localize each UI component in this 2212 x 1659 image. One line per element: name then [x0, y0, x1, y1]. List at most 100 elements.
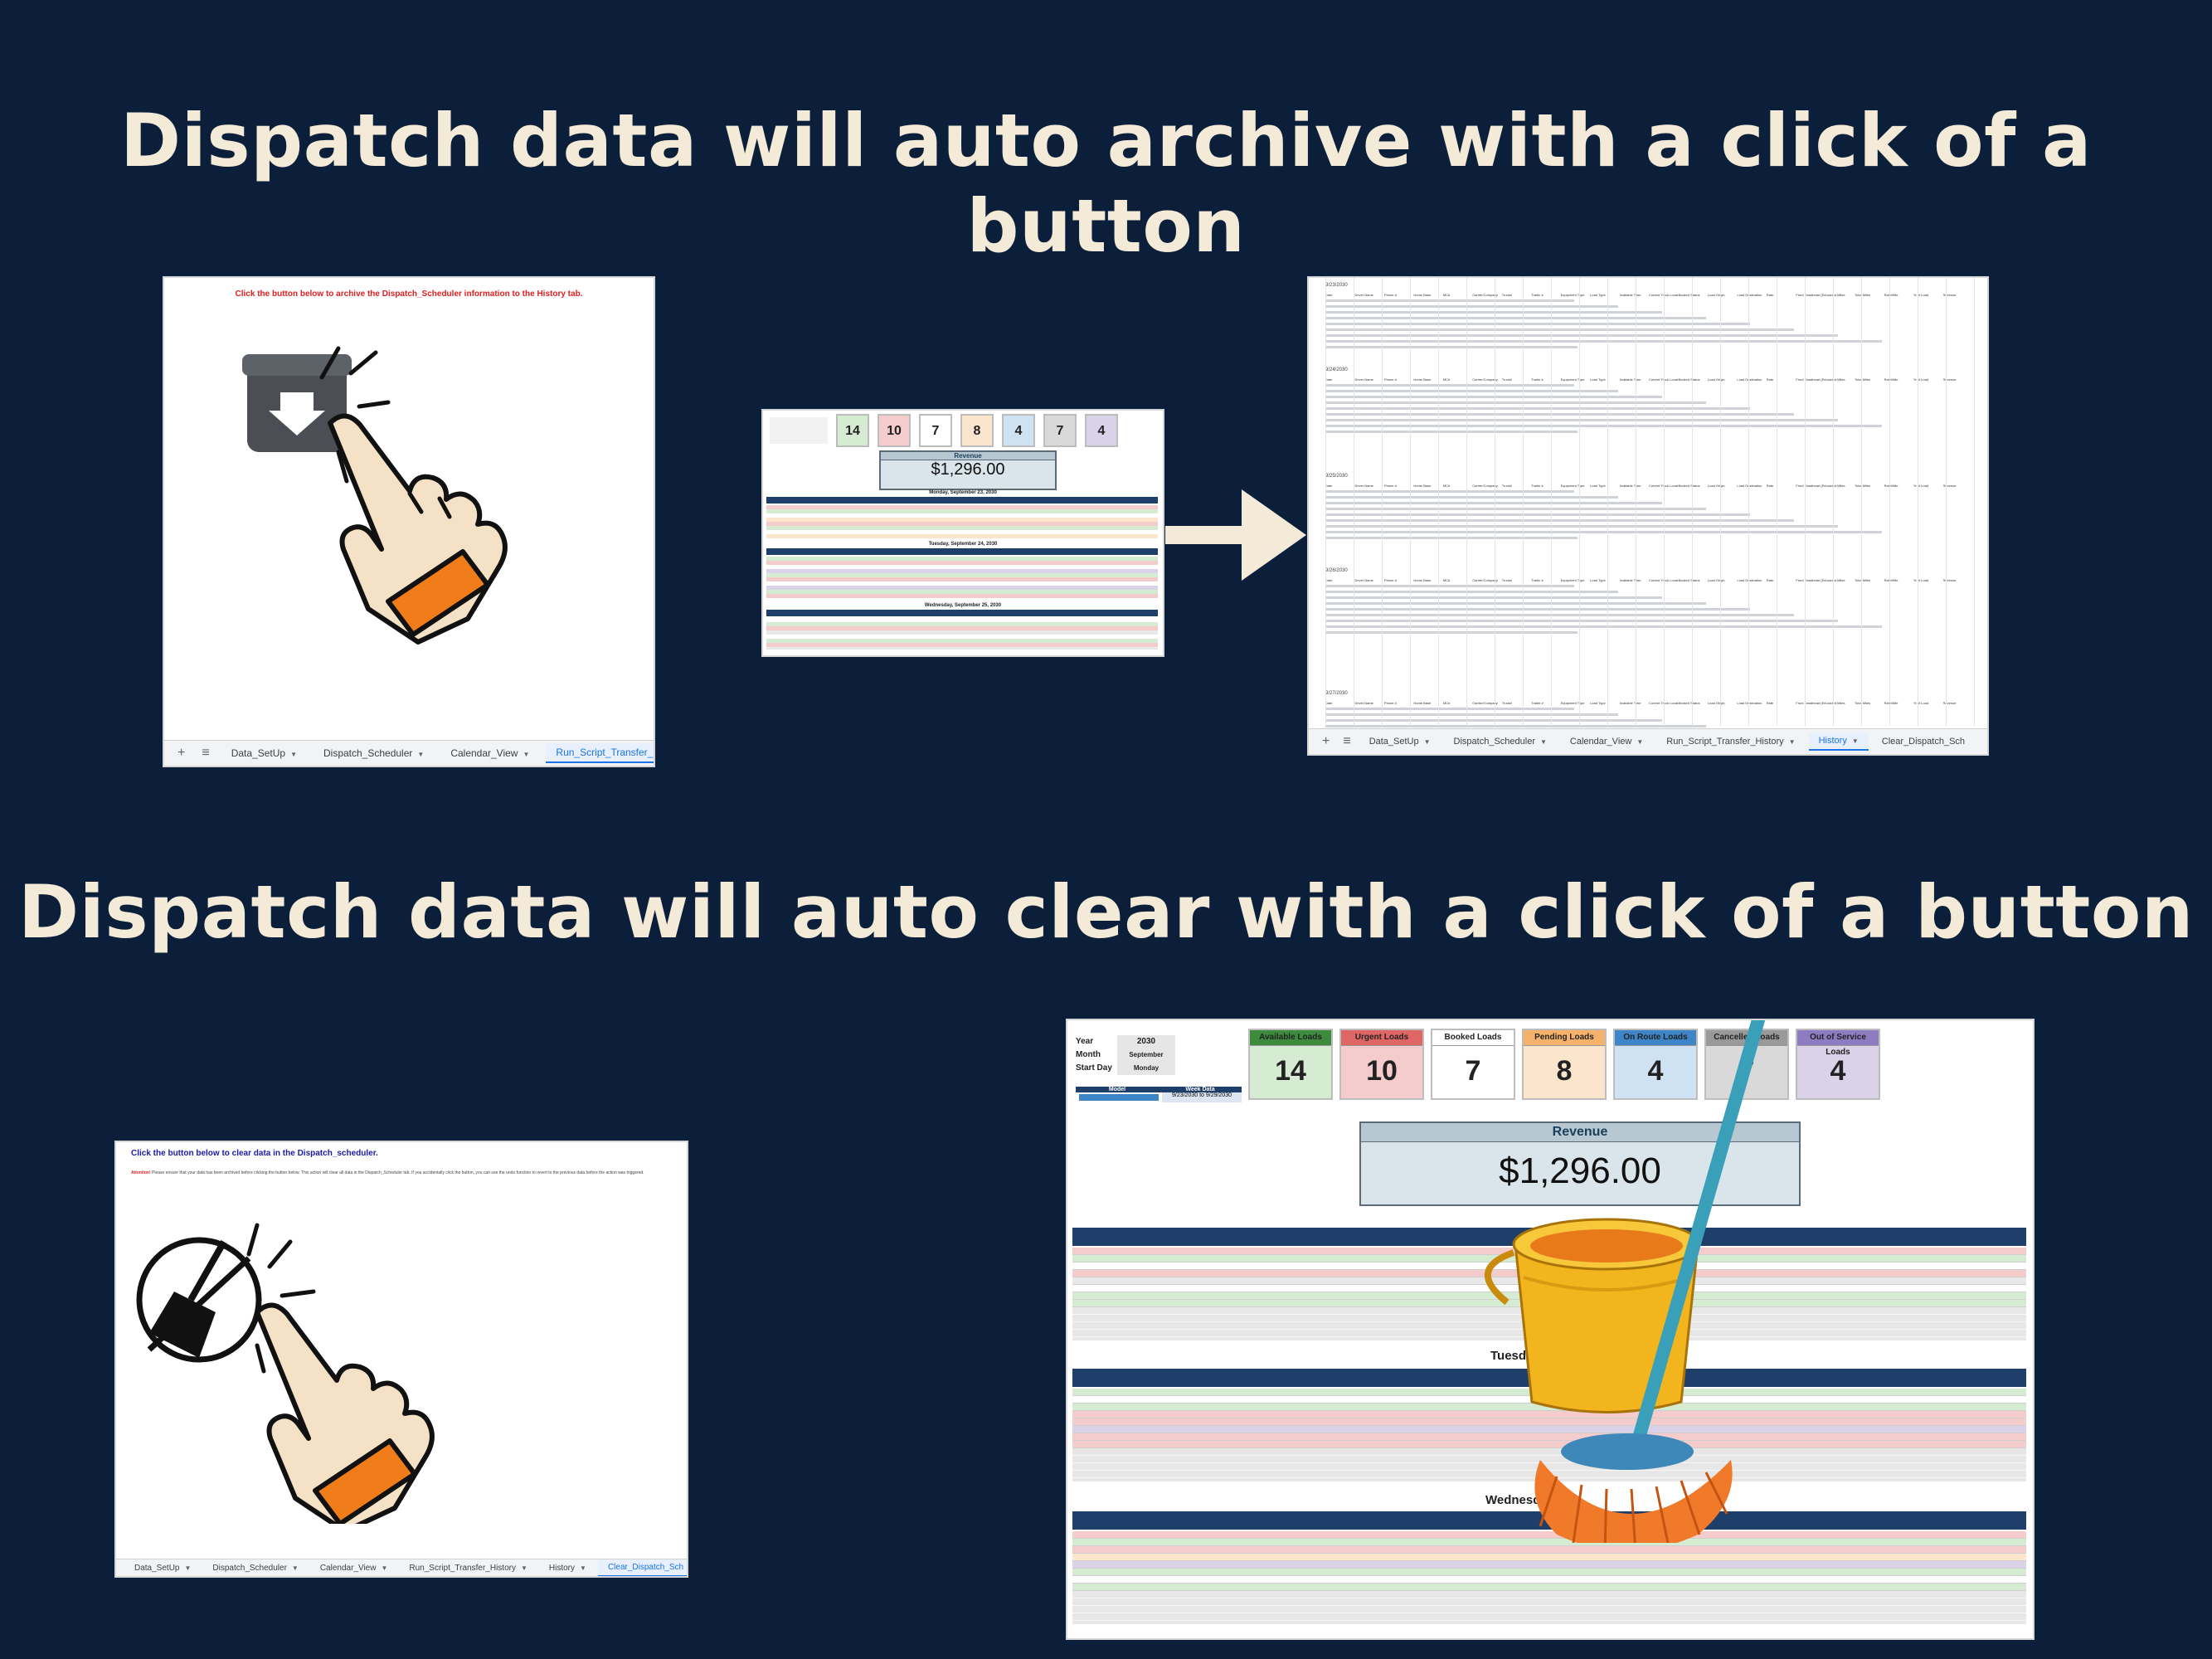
tab-dispatch-scheduler[interactable]: Dispatch_Scheduler▼: [1453, 737, 1547, 747]
history-data-row: [1325, 334, 1838, 337]
history-column-header: Front Deadhead (Empty Miles): [1796, 484, 1825, 488]
history-column-header: Date: [1325, 701, 1333, 705]
history-data-row: [1325, 713, 1618, 716]
tab-history[interactable]: History▼: [548, 1563, 586, 1573]
tab-data-setup[interactable]: Data_SetUp▼: [231, 747, 297, 759]
table-row[interactable]: [1072, 1554, 2026, 1561]
month-value[interactable]: September: [1117, 1048, 1175, 1062]
grid-column-line: [1466, 278, 1467, 726]
kpi-value: 10: [1366, 1055, 1398, 1087]
tab-run-script-transfer-history[interactable]: Run_Script_Transfer_History▼: [409, 1563, 527, 1573]
table-row[interactable]: [1072, 1418, 2026, 1426]
history-column-header: Load Origin: [1707, 578, 1725, 582]
tab-calendar-view[interactable]: Calendar_View▼: [450, 747, 530, 759]
table-row[interactable]: [1072, 1531, 2026, 1539]
history-column-header: Current Truck Location: [1648, 484, 1678, 488]
history-column-header: Truck#: [1501, 578, 1512, 582]
all-sheets-icon[interactable]: ≡: [1343, 734, 1351, 748]
mini-table-header: [766, 497, 1158, 504]
history-data-row: [1325, 754, 1578, 756]
mini-day-title: Tuesday, September 24, 2030: [928, 542, 998, 547]
clear-warning: Attention! Please ensure that your data …: [131, 1170, 673, 1175]
history-column-header: Current Truck Location: [1648, 578, 1678, 582]
history-data-row: [1325, 708, 1574, 710]
kpi-label: Urgent Loads: [1341, 1030, 1422, 1046]
add-sheet-icon[interactable]: +: [1322, 734, 1330, 748]
archive-script-sheet: Click the button below to archive the Di…: [163, 276, 655, 767]
history-column-header: Carrier/Company: [1472, 484, 1498, 488]
tab-data-setup[interactable]: Data_SetUp▼: [1369, 737, 1431, 747]
history-column-header: Load Destination: [1737, 377, 1762, 382]
history-column-header: Phone #: [1383, 293, 1397, 297]
history-data-row: [1325, 519, 1794, 522]
table-row[interactable]: [1072, 1584, 2026, 1591]
history-column-header: Load Origin: [1707, 377, 1725, 382]
week-model-toggle[interactable]: [1079, 1094, 1159, 1101]
tab-clear-dispatch-sch[interactable]: Clear_Dispatch_Sch: [1881, 737, 1966, 747]
history-data-row: [1325, 625, 1882, 628]
history-column-header: Carrier/Company: [1472, 701, 1498, 705]
table-row[interactable]: [1072, 1426, 2026, 1433]
tab-clear-dispatch-sch[interactable]: Clear_Dispatch_Sch▼: [597, 1559, 687, 1576]
archive-button[interactable]: [214, 328, 513, 659]
history-column-header: Date: [1325, 578, 1333, 582]
kpi-value: 7: [1465, 1055, 1481, 1087]
history-column-header: Load Origin: [1707, 484, 1725, 488]
history-data-row: [1325, 502, 1662, 504]
history-column-header: % of Load: [1913, 701, 1929, 705]
clear-button[interactable]: [133, 1209, 464, 1524]
tab-calendar-view[interactable]: Calendar_View▼: [1569, 737, 1644, 747]
table-row[interactable]: [1072, 1411, 2026, 1418]
history-data-row: [1325, 407, 1750, 410]
history-column-header: MC#: [1442, 484, 1451, 488]
history-column-header: Rate/Mile: [1884, 377, 1898, 382]
history-column-header: Revenue: [1942, 701, 1957, 705]
tab-run-script-transfer-history[interactable]: Run_Script_Transfer_History▼: [1666, 737, 1796, 747]
table-row[interactable]: [1072, 1441, 2026, 1448]
history-data-row: [1325, 513, 1750, 516]
table-row[interactable]: [1072, 1539, 2026, 1546]
table-row[interactable]: [1072, 1433, 2026, 1441]
click-burst-icon: [319, 346, 391, 484]
tab-dispatch-scheduler[interactable]: Dispatch_Scheduler▼: [323, 747, 425, 759]
grid-column-line: [1523, 278, 1524, 726]
history-data-row: [1325, 419, 1838, 421]
history-column-header: Load Origin: [1707, 293, 1725, 297]
attention-label: Attention!: [131, 1170, 151, 1175]
start-day-value[interactable]: Monday: [1117, 1062, 1175, 1075]
tab-data-setup[interactable]: Data_SetUp▼: [134, 1563, 192, 1573]
tab-dispatch-scheduler[interactable]: Dispatch_Scheduler▼: [212, 1563, 299, 1573]
history-data-row: [1325, 725, 1706, 727]
tab-history[interactable]: History▼: [1808, 732, 1869, 751]
kpi-value: 4: [1647, 1055, 1664, 1087]
history-column-header: Total Miles: [1855, 701, 1871, 705]
tab-calendar-view[interactable]: Calendar_View▼: [319, 1563, 388, 1573]
history-data-row: [1325, 614, 1794, 616]
table-row[interactable]: [1072, 1561, 2026, 1569]
history-data-row: [1325, 496, 1618, 499]
add-sheet-icon[interactable]: +: [177, 746, 186, 760]
history-column-header: Front Deadhead (Empty Miles): [1796, 377, 1825, 382]
table-row[interactable]: [1072, 1576, 2026, 1584]
table-row[interactable]: [1072, 1546, 2026, 1554]
year-value[interactable]: 2030: [1117, 1035, 1175, 1048]
history-column-header: Driver Name: [1354, 578, 1373, 582]
grid-column-line: [1382, 278, 1383, 726]
history-column-header: Date: [1325, 484, 1333, 488]
archive-headline: Dispatch data will auto archive with a c…: [120, 98, 2092, 269]
history-column-header: Front Deadhead (Empty Miles): [1796, 293, 1825, 297]
history-column-header: Driver Name: [1354, 484, 1373, 488]
tab-run-script-transfer-history[interactable]: Run_Script_Transfer_History▼: [546, 743, 654, 763]
history-column-header: Loaded Miles: [1825, 578, 1845, 582]
history-column-header: Home Base: [1413, 484, 1432, 488]
all-sheets-icon[interactable]: ≡: [202, 746, 210, 760]
history-column-header: Revenue: [1942, 484, 1957, 488]
grid-column-line: [1410, 278, 1411, 726]
history-data-row: [1325, 425, 1882, 427]
table-row[interactable]: [1072, 1569, 2026, 1576]
history-column-header: Date: [1325, 293, 1333, 297]
